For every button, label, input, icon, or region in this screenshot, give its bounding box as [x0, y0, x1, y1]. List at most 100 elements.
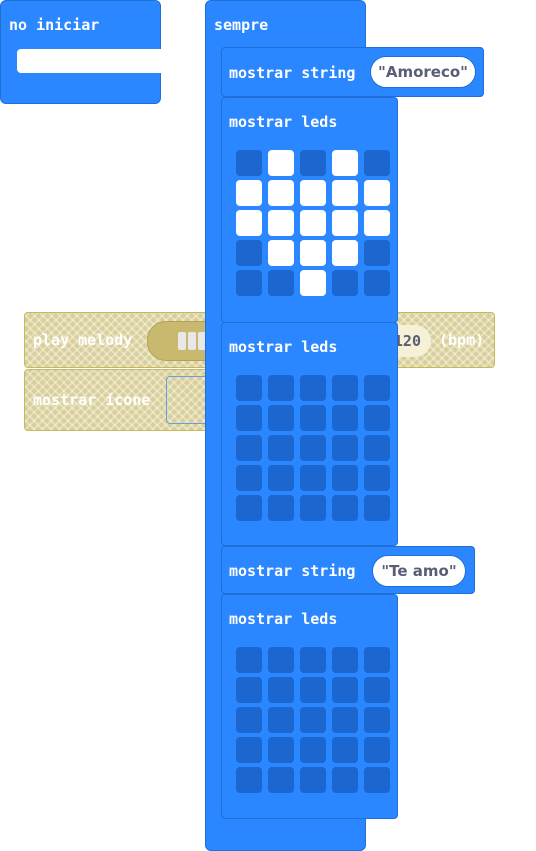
led-cell[interactable]	[236, 180, 262, 206]
led-cell[interactable]	[364, 210, 390, 236]
led-cell[interactable]	[332, 647, 358, 673]
show-leds-block[interactable]: mostrar leds	[221, 594, 398, 819]
show-string-label: mostrar string	[229, 562, 356, 580]
led-cell[interactable]	[300, 677, 326, 703]
led-cell[interactable]	[364, 375, 390, 401]
led-cell[interactable]	[332, 240, 358, 266]
led-cell[interactable]	[332, 180, 358, 206]
melody-bar-icon	[178, 332, 186, 350]
led-cell[interactable]	[332, 465, 358, 491]
show-string-label: mostrar string	[229, 64, 356, 82]
led-cell[interactable]	[300, 495, 326, 521]
show-leds-block[interactable]: mostrar leds	[221, 97, 398, 323]
led-cell[interactable]	[268, 240, 294, 266]
show-leds-block[interactable]: mostrar leds	[221, 322, 398, 546]
led-cell[interactable]	[332, 405, 358, 431]
led-grid[interactable]	[236, 647, 390, 793]
led-cell[interactable]	[300, 767, 326, 793]
led-cell[interactable]	[364, 180, 390, 206]
tempo-value: 120	[393, 332, 421, 350]
led-cell[interactable]	[268, 737, 294, 763]
led-cell[interactable]	[364, 240, 390, 266]
led-cell[interactable]	[236, 465, 262, 491]
led-cell[interactable]	[364, 270, 390, 296]
led-cell[interactable]	[300, 270, 326, 296]
show-string-block[interactable]: mostrar string "Te amo"	[221, 546, 475, 594]
led-cell[interactable]	[268, 210, 294, 236]
led-cell[interactable]	[236, 767, 262, 793]
led-cell[interactable]	[236, 435, 262, 461]
on-start-slot	[17, 49, 161, 73]
led-cell[interactable]	[236, 737, 262, 763]
show-leds-label: mostrar leds	[229, 610, 338, 628]
led-cell[interactable]	[364, 767, 390, 793]
led-cell[interactable]	[300, 435, 326, 461]
led-cell[interactable]	[364, 647, 390, 673]
melody-bar-icon	[188, 332, 196, 350]
led-cell[interactable]	[364, 150, 390, 176]
led-cell[interactable]	[332, 270, 358, 296]
led-cell[interactable]	[268, 150, 294, 176]
led-cell[interactable]	[300, 180, 326, 206]
led-cell[interactable]	[268, 405, 294, 431]
led-cell[interactable]	[332, 375, 358, 401]
led-cell[interactable]	[268, 180, 294, 206]
led-cell[interactable]	[332, 210, 358, 236]
led-cell[interactable]	[300, 240, 326, 266]
led-cell[interactable]	[364, 405, 390, 431]
led-cell[interactable]	[364, 707, 390, 733]
led-cell[interactable]	[268, 677, 294, 703]
led-cell[interactable]	[332, 737, 358, 763]
led-cell[interactable]	[236, 677, 262, 703]
led-grid[interactable]	[236, 375, 390, 521]
led-cell[interactable]	[236, 495, 262, 521]
led-cell[interactable]	[236, 210, 262, 236]
string-input[interactable]: "Amoreco"	[370, 56, 476, 88]
show-string-block[interactable]: mostrar string "Amoreco"	[221, 47, 484, 97]
play-melody-label: play melody	[33, 331, 133, 349]
led-cell[interactable]	[268, 465, 294, 491]
led-cell[interactable]	[268, 435, 294, 461]
led-cell[interactable]	[364, 677, 390, 703]
led-cell[interactable]	[268, 495, 294, 521]
led-cell[interactable]	[236, 150, 262, 176]
led-cell[interactable]	[236, 647, 262, 673]
led-cell[interactable]	[300, 150, 326, 176]
led-cell[interactable]	[268, 767, 294, 793]
led-cell[interactable]	[332, 707, 358, 733]
on-start-block[interactable]: no iniciar	[0, 0, 161, 104]
led-cell[interactable]	[236, 707, 262, 733]
led-cell[interactable]	[364, 737, 390, 763]
led-cell[interactable]	[300, 465, 326, 491]
led-cell[interactable]	[300, 707, 326, 733]
led-cell[interactable]	[300, 647, 326, 673]
led-cell[interactable]	[332, 767, 358, 793]
show-leds-label: mostrar leds	[229, 113, 338, 131]
string-input[interactable]: "Te amo"	[372, 555, 466, 587]
led-cell[interactable]	[268, 375, 294, 401]
led-cell[interactable]	[268, 707, 294, 733]
led-cell[interactable]	[300, 737, 326, 763]
led-cell[interactable]	[300, 375, 326, 401]
led-cell[interactable]	[332, 495, 358, 521]
tempo-unit-label: (bpm)	[439, 331, 485, 349]
led-cell[interactable]	[236, 270, 262, 296]
led-cell[interactable]	[364, 435, 390, 461]
led-cell[interactable]	[332, 150, 358, 176]
led-cell[interactable]	[364, 465, 390, 491]
led-cell[interactable]	[236, 240, 262, 266]
led-cell[interactable]	[332, 677, 358, 703]
led-cell[interactable]	[236, 375, 262, 401]
led-cell[interactable]	[332, 435, 358, 461]
led-cell[interactable]	[268, 270, 294, 296]
show-icon-block[interactable]: mostrar ícone	[24, 369, 228, 431]
led-cell[interactable]	[300, 210, 326, 236]
led-cell[interactable]	[364, 495, 390, 521]
led-cell[interactable]	[236, 405, 262, 431]
led-cell[interactable]	[300, 405, 326, 431]
show-leds-label: mostrar leds	[229, 338, 338, 356]
show-icon-label: mostrar ícone	[33, 391, 151, 409]
led-cell[interactable]	[268, 647, 294, 673]
led-grid[interactable]	[236, 150, 390, 296]
melody-bar-icon	[198, 332, 206, 350]
